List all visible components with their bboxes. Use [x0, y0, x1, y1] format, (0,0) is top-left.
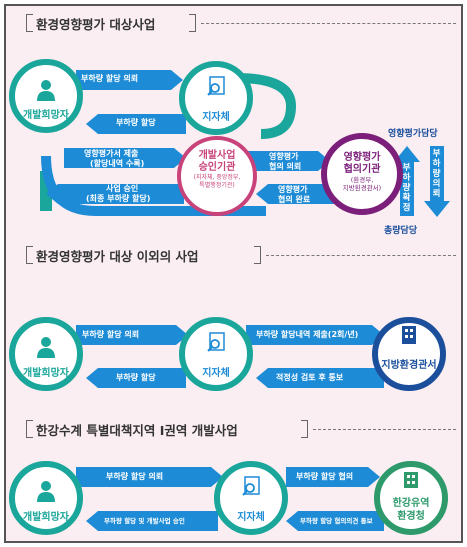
arrow-consult-s1	[246, 151, 330, 171]
section3-title: 한강수계 특별대책지역 Ⅰ권역 개발사업	[36, 423, 238, 438]
title-bracket-right-s2	[254, 246, 261, 264]
localgov-label-s1: 지자체	[202, 112, 230, 123]
doc-icon-s3	[244, 476, 260, 495]
loop-arc-blue	[235, 73, 297, 139]
label-approve1-s1: 사업 승인	[106, 184, 139, 193]
section1-title: 환경영향평가 대상사업	[36, 17, 156, 32]
consult-sub1: (환경부,	[350, 176, 374, 184]
building-icon-s3	[404, 472, 418, 488]
localgov-circle-s1	[179, 61, 253, 135]
title-bracket-left-s1	[26, 14, 33, 32]
applicant-label-s2: 개발희망자	[23, 368, 69, 379]
label-notice-s3: 부하량 할당 협의의견 통보	[300, 517, 373, 525]
title-bracket-left-s3	[26, 420, 33, 438]
arrow-done-s1	[256, 184, 336, 204]
flow-graphics	[9, 59, 450, 535]
office-label-s2: 지방환경관서	[381, 360, 437, 371]
office-label-s3: 한강유역 환경청	[378, 497, 444, 523]
person-icon-body-s3	[37, 492, 55, 502]
loop-arc-bottom	[41, 155, 266, 216]
doc-icon-s1	[209, 76, 225, 95]
arrow-assign-s2	[86, 368, 186, 388]
title-bracket-left-s2	[26, 246, 33, 264]
person-icon-head-s1	[41, 80, 51, 90]
localgov-label-s3: 지자체	[237, 512, 265, 523]
label-approve2-s1: (최종 부하량 할당)	[86, 194, 151, 203]
arrow-consult-s3	[286, 467, 380, 487]
arrow-assign-s3	[86, 511, 218, 531]
localgov-label-s2: 지자체	[202, 368, 230, 379]
arrow-request-s2	[76, 325, 188, 345]
side-label-bottom: 총량담당	[384, 226, 418, 236]
label-submit1-s1: 영향평가서 제출	[84, 149, 139, 158]
label-consult-s3: 부하량 할당 협의	[296, 472, 354, 481]
consult-circle-s1	[321, 133, 403, 215]
applicant-label-s1: 개발희망자	[23, 110, 69, 121]
arrow-assign-s1	[86, 114, 186, 134]
search-icon-s2	[210, 339, 220, 349]
label-done1-s1: 영향평가	[278, 185, 308, 194]
approval-sub2: 특별행정기관)	[199, 182, 235, 189]
arrow-request-s3	[76, 467, 223, 487]
office-circle-s2	[372, 317, 446, 391]
side-label-top: 영향평가담당	[388, 129, 438, 139]
divider-s2	[266, 255, 456, 256]
label-submit-s2: 부하량 할당내역 제출(2회/년)	[256, 330, 359, 339]
building-icon-s2	[402, 326, 416, 344]
consult-org-label: 영향평가 협의기관 (환경부, 지방환경관서)	[326, 152, 398, 192]
applicant-label-s3: 개발희망자	[23, 512, 69, 523]
section2-title: 환경영향평가 대상 이외의 사업	[36, 249, 199, 264]
label-done2-s1: 협의 완료	[278, 195, 311, 204]
label-consult1-s1: 영향평가	[269, 152, 299, 161]
search-icon-s1	[210, 83, 220, 93]
person-icon-body-s2	[37, 348, 55, 358]
label-request-s3: 부하량 할당 의뢰	[106, 472, 164, 481]
label-assign-s2: 부하량 할당	[116, 373, 156, 382]
approval-org-label: 개발사업 승인기관 (지자체, 중앙정부, 특별행정기관)	[181, 150, 253, 190]
label-request-s2: 부하량 할당 의뢰	[82, 330, 140, 339]
arrow-approve-s1	[46, 184, 184, 204]
localgov-circle-s2	[179, 317, 253, 391]
label-consult2-s1: 협의 의뢰	[269, 162, 302, 171]
office-label-s3-line1: 한강유역	[392, 498, 430, 509]
arrow-review-s2	[256, 368, 384, 388]
person-icon-head-s3	[41, 481, 51, 491]
vert-label-request: 부하량 의뢰	[432, 149, 441, 199]
title-bracket-right-s1	[189, 14, 196, 32]
label-submit2-s1: (할당내역 수록)	[90, 159, 145, 168]
title-bracket-right-s3	[301, 420, 308, 438]
vert-arrow-request	[424, 146, 450, 217]
person-icon-body-s1	[37, 91, 55, 101]
arrow-submit-s2	[246, 325, 384, 345]
office-label-s3-line2: 환경청	[397, 511, 425, 522]
arrow-request-s1	[76, 70, 183, 90]
label-review-s2: 적정성 검토 후 통보	[276, 373, 344, 382]
arrow-notice-s3	[286, 511, 384, 531]
label-request-s1: 부하량 할당 의뢰	[81, 74, 139, 83]
approval-circle-s1	[177, 136, 257, 216]
consult-title2: 협의기관	[343, 164, 381, 175]
arrow-submit-s1	[64, 148, 186, 168]
doc-icon-s2	[209, 332, 225, 351]
approval-title2: 승인기관	[198, 162, 236, 173]
label-assign-s3: 부하량 할당 및 개발사업 승인	[104, 517, 185, 525]
person-icon-head-s2	[41, 337, 51, 347]
approval-title1: 개발사업	[198, 150, 236, 161]
approval-sub1: (지자체, 중앙정부,	[193, 174, 241, 181]
diagram-frame: 환경영향평가 대상사업 환경영향평가 대상 이외의 사업 한강수계 특별대책지역…	[4, 4, 463, 543]
consult-sub2: 지방환경관서)	[342, 184, 382, 192]
localgov-circle-s3	[214, 461, 288, 535]
divider-s1	[201, 23, 456, 24]
search-icon-s3	[245, 483, 255, 493]
vert-label-confirm: 부하량 확정	[402, 163, 411, 213]
consult-title1: 영향평가	[343, 152, 381, 163]
label-assign-s1: 부하량 할당	[116, 118, 156, 127]
divider-s3	[313, 429, 456, 430]
office-circle-s3	[374, 461, 448, 535]
